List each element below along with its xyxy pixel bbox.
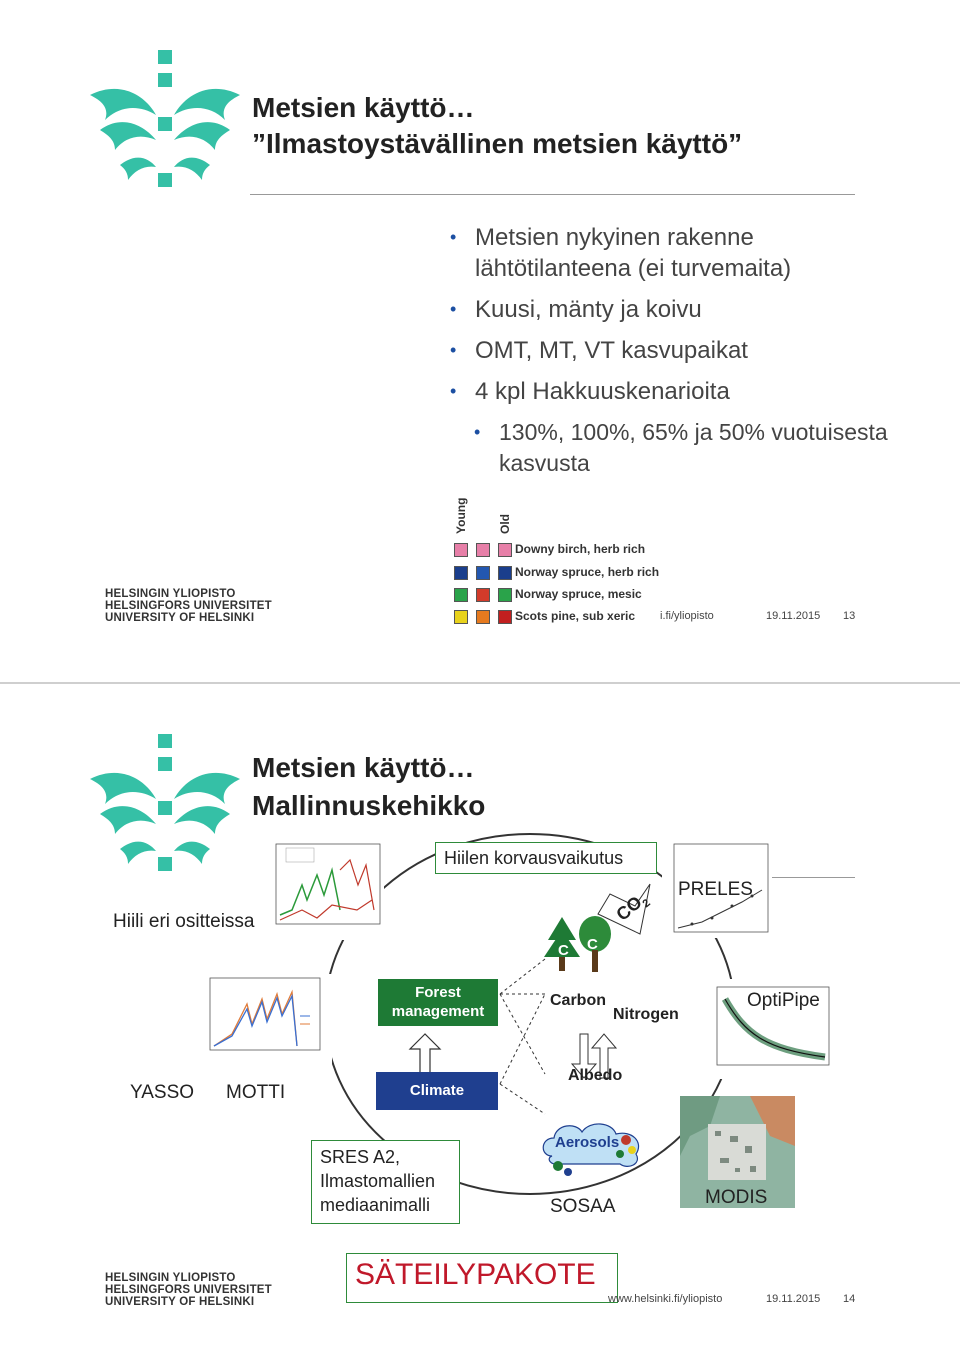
hiili-label: Hiili eri ositteissa — [113, 911, 255, 932]
optipipe-plot — [705, 979, 835, 1079]
forest-management-box: Forest management — [378, 979, 498, 1026]
university-flame-logo — [90, 50, 240, 187]
motti-plot — [192, 974, 332, 1069]
footer-date: 19.11.2015 — [766, 1293, 821, 1305]
nitrogen-label: Nitrogen — [613, 1006, 679, 1023]
trees-icon — [544, 916, 611, 972]
swatch-old — [476, 566, 490, 580]
climate-box: Climate — [376, 1072, 498, 1110]
university-name-fi: HELSINGIN YLIOPISTO — [105, 1272, 236, 1284]
carbon-label: Carbon — [550, 992, 606, 1009]
swatch-extra — [498, 566, 512, 580]
bullet-list: Metsien nykyinen rakenne lähtötilanteena… — [450, 222, 890, 489]
university-name: HELSINGIN YLIOPISTO HELSINGFORS UNIVERSI… — [105, 588, 272, 624]
aerosols-cloud-icon — [542, 1123, 640, 1176]
sateilypakote-box: SÄTEILYPAKOTE — [346, 1253, 618, 1303]
legend-col-young: Young — [454, 497, 468, 534]
university-name-fi: HELSINGIN YLIOPISTO — [105, 588, 236, 600]
university-name: HELSINGIN YLIOPISTO HELSINGFORS UNIVERSI… — [105, 1272, 272, 1308]
slide-title-line1: Metsien käyttö… — [252, 752, 475, 783]
swatch-young — [454, 566, 468, 580]
preles-plot — [662, 840, 772, 938]
modis-label: MODIS — [705, 1187, 768, 1208]
slide-13: Metsien käyttö… ”Ilmastoystävällinen met… — [0, 0, 960, 682]
bullet-item: 4 kpl Hakkuuskenarioita — [450, 376, 890, 407]
swatch-extra — [498, 610, 512, 624]
sub-bullet-item: 130%, 100%, 65% ja 50% vuotuisesta kasvu… — [474, 417, 890, 479]
title-divider — [770, 877, 855, 878]
swatch-young — [454, 543, 468, 557]
sres-text: SRES A2, Ilmastomallien mediaanimalli — [320, 1147, 436, 1215]
tree-c-label: C — [558, 942, 569, 959]
footer-date: 19.11.2015 — [766, 610, 821, 622]
bullet-item: Metsien nykyinen rakenne lähtötilanteena… — [450, 222, 890, 284]
university-name-sv: HELSINGFORS UNIVERSITET — [105, 1284, 272, 1296]
swatch-young — [454, 610, 468, 624]
forest-type-legend: Young Old Downy birch, herb rich Norway … — [440, 490, 670, 632]
footer-url[interactable]: www.helsinki.fi/yliopisto — [608, 1293, 723, 1305]
modis-map-image — [680, 1096, 795, 1208]
hiilen-korvausvaikutus-label: Hiilen korvausvaikutus — [444, 848, 624, 868]
legend-label: Norway spruce, mesic — [515, 587, 642, 601]
swatch-old — [476, 543, 490, 557]
optipipe-label: OptiPipe — [747, 990, 820, 1011]
legend-label: Downy birch, herb rich — [515, 542, 646, 556]
university-name-en: UNIVERSITY OF HELSINKI — [105, 1296, 255, 1308]
legend-label: Norway spruce, herb rich — [515, 565, 660, 579]
footer-url[interactable]: i.fi/yliopisto — [660, 610, 714, 622]
slide-title-line2: ”Ilmastoystävällinen metsien käyttö” — [252, 128, 743, 159]
carbon-pools-plot — [262, 840, 384, 940]
swatch-young — [454, 588, 468, 602]
legend-col-old: Old — [498, 514, 512, 534]
legend-label: Scots pine, sub xeric — [515, 609, 636, 623]
swatch-extra — [498, 588, 512, 602]
sosaa-label: SOSAA — [550, 1196, 616, 1217]
slide-14: Metsien käyttö… Mallinnuskehikko — [0, 684, 960, 1366]
slide-title-line2: Mallinnuskehikko — [252, 790, 486, 821]
bullet-item: Kuusi, mänty ja koivu — [450, 294, 890, 325]
university-name-en: UNIVERSITY OF HELSINKI — [105, 612, 255, 624]
albedo-label: Albedo — [568, 1067, 623, 1084]
university-flame-logo — [90, 734, 240, 871]
page-number: 13 — [843, 610, 856, 622]
page-number: 14 — [843, 1293, 856, 1305]
slide-separator — [0, 682, 960, 684]
swatch-old — [476, 610, 490, 624]
tree-c-label-2: C — [587, 936, 598, 953]
title-divider — [250, 194, 855, 195]
swatch-old — [476, 588, 490, 602]
yasso-label: YASSO — [130, 1082, 195, 1103]
slide-title-line1: Metsien käyttö… — [252, 92, 475, 123]
aerosols-label: Aerosols — [555, 1134, 620, 1151]
preles-label: PRELES — [678, 879, 753, 900]
swatch-extra — [498, 543, 512, 557]
university-name-sv: HELSINGFORS UNIVERSITET — [105, 600, 272, 612]
motti-label: MOTTI — [226, 1082, 286, 1103]
sateilypakote-text: SÄTEILYPAKOTE — [355, 1258, 596, 1291]
sres-box: SRES A2, Ilmastomallien mediaanimalli — [311, 1140, 460, 1224]
bullet-item: OMT, MT, VT kasvupaikat — [450, 335, 890, 366]
hiilen-korvausvaikutus-box: Hiilen korvausvaikutus — [435, 842, 657, 874]
